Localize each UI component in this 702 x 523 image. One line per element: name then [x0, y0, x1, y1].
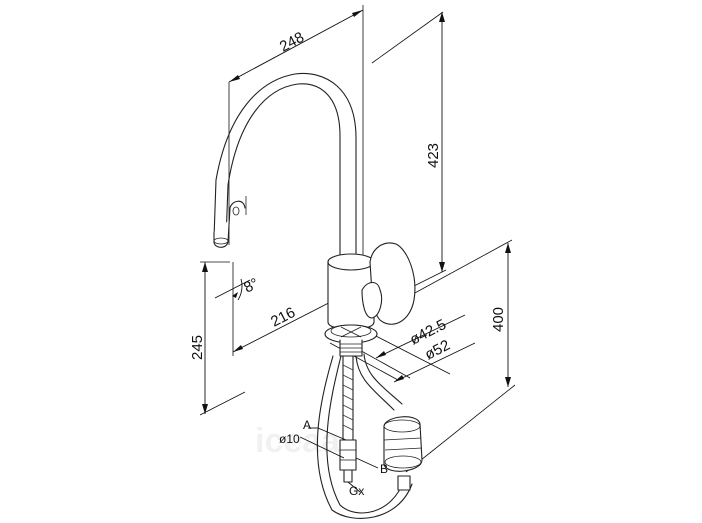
dimension-245-label: 245: [189, 335, 206, 360]
dimension-248-label: 248: [277, 29, 307, 56]
callout-hose-diameter: ø10: [279, 432, 300, 446]
callout-gx: Gx: [349, 484, 364, 498]
dimension-400: 400: [401, 239, 516, 473]
callout-b: B: [380, 462, 388, 476]
dimension-400-label: 400: [490, 307, 507, 332]
dimension-423-label: 423: [425, 143, 442, 168]
dimension-423: 423: [371, 11, 447, 298]
callout-a: A: [303, 418, 311, 432]
dimension-245: 245: [189, 261, 246, 416]
callouts: A ø10 B Gx: [279, 418, 388, 498]
dimension-216-label: 216: [268, 304, 298, 331]
pullout-hose: [316, 353, 423, 519]
dimension-8-degree-label: 8°: [241, 275, 261, 297]
faucet-body: [213, 72, 416, 357]
dimension-8-degree: 8°: [214, 275, 262, 301]
supply-hose: [339, 355, 357, 483]
